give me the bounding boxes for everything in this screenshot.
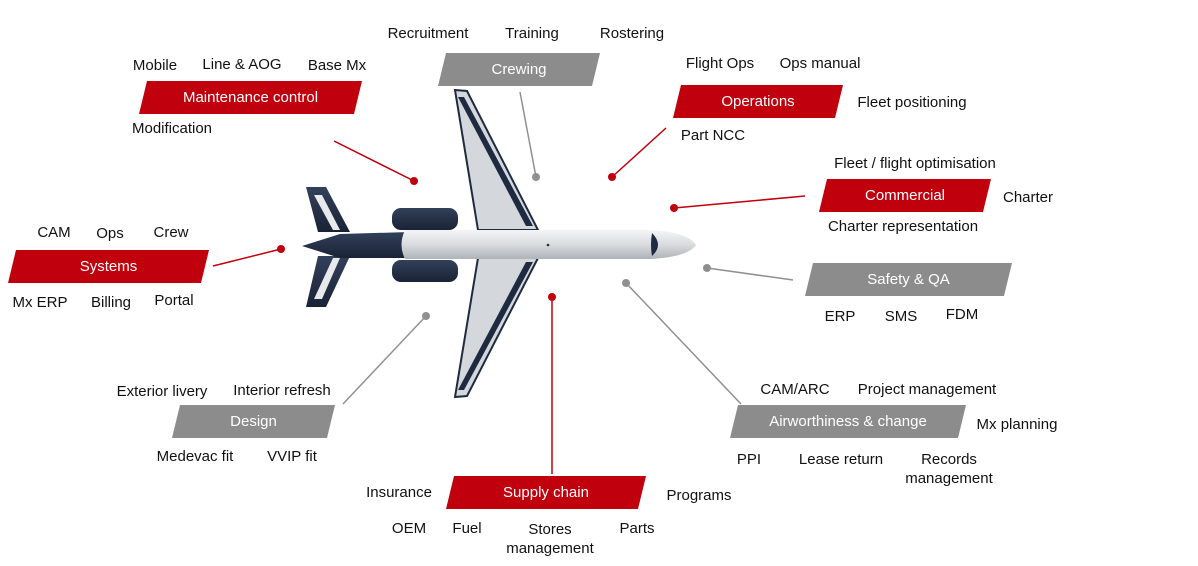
connector-maintenance (334, 141, 414, 181)
crewing-item-recruitment: Recruitment (388, 24, 469, 43)
airworthiness-item-mx-planning: Mx planning (977, 415, 1058, 434)
airworthiness-change-banner: Airworthiness & change (730, 405, 966, 438)
commercial-item-fleet-flight-optimisation: Fleet / flight optimisation (834, 154, 996, 173)
systems-item-cam: CAM (37, 223, 70, 242)
systems-banner: Systems (8, 250, 209, 283)
supply-chain-banner: Supply chain (446, 476, 646, 509)
systems-item-ops: Ops (96, 224, 124, 243)
supply-chain-item-stores-management: Stores management (500, 520, 600, 558)
supply-chain-item-parts: Parts (619, 519, 654, 538)
aircraft-icon (302, 90, 696, 397)
systems-item-portal: Portal (154, 291, 193, 310)
maintenance-item-line-aog: Line & AOG (202, 55, 281, 74)
supply-chain-item-programs: Programs (666, 486, 731, 505)
connector-crewing (520, 92, 536, 177)
supply-chain-item-oem: OEM (392, 519, 426, 538)
crewing-item-rostering: Rostering (600, 24, 664, 43)
airworthiness-item-cam-arc: CAM/ARC (760, 380, 829, 399)
safety-item-sms: SMS (885, 307, 918, 326)
systems-item-mx-erp: Mx ERP (12, 293, 67, 312)
design-item-vvip-fit: VVIP fit (267, 447, 317, 466)
connector-dot-airworthiness (622, 279, 630, 287)
systems-item-crew: Crew (153, 223, 188, 242)
airworthiness-item-records-management: Records management (902, 450, 997, 488)
connector-dot-crewing (532, 173, 540, 181)
connector-design (343, 316, 426, 404)
safety-item-erp: ERP (825, 307, 856, 326)
commercial-item-charter: Charter (1003, 188, 1053, 207)
connector-dot-safety (703, 264, 711, 272)
design-item-interior-refresh: Interior refresh (233, 381, 331, 400)
maintenance-item-modification: Modification (132, 119, 212, 138)
connector-systems (213, 249, 281, 266)
connector-airworthiness (626, 283, 741, 404)
operations-banner: Operations (673, 85, 843, 118)
connector-dot-maintenance (410, 177, 418, 185)
supply-chain-item-fuel: Fuel (452, 519, 481, 538)
maintenance-item-mobile: Mobile (133, 56, 177, 75)
design-banner: Design (172, 405, 335, 438)
maintenance-control-banner: Maintenance control (139, 81, 362, 114)
operations-item-fleet-positioning: Fleet positioning (857, 93, 966, 112)
commercial-item-charter-representation: Charter representation (828, 217, 978, 236)
airworthiness-item-ppi: PPI (737, 450, 761, 469)
design-item-exterior-livery: Exterior livery (117, 382, 208, 401)
systems-item-billing: Billing (91, 293, 131, 312)
supply-chain-item-insurance: Insurance (366, 483, 432, 502)
connector-operations (612, 128, 666, 177)
safety-item-fdm: FDM (946, 305, 979, 324)
commercial-banner: Commercial (819, 179, 991, 212)
safety-qa-banner: Safety & QA (805, 263, 1012, 296)
airworthiness-item-lease-return: Lease return (799, 450, 883, 469)
connector-dot-commercial (670, 204, 678, 212)
connector-dot-supply-chain (548, 293, 556, 301)
operations-item-flight-ops: Flight Ops (686, 54, 754, 73)
operations-item-part-ncc: Part NCC (681, 126, 745, 145)
connector-dot-systems (277, 245, 285, 253)
connector-dot-design (422, 312, 430, 320)
crewing-item-training: Training (505, 24, 559, 43)
crewing-banner: Crewing (438, 53, 600, 86)
operations-item-ops-manual: Ops manual (780, 54, 861, 73)
connector-dot-operations (608, 173, 616, 181)
maintenance-item-base-mx: Base Mx (308, 56, 366, 75)
design-item-medevac-fit: Medevac fit (157, 447, 234, 466)
connector-safety (707, 268, 793, 280)
connector-commercial (674, 196, 805, 208)
airworthiness-item-project-management: Project management (858, 380, 996, 399)
